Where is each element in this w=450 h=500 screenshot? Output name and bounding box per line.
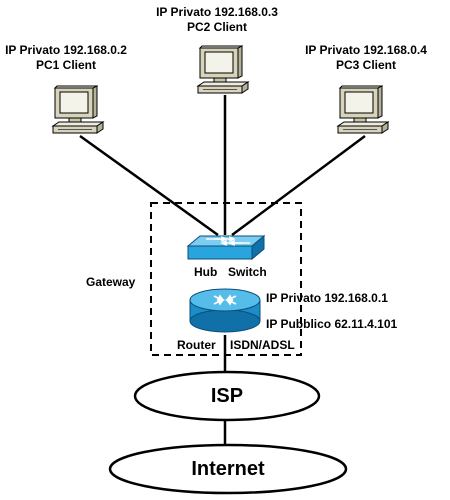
internet-label: Internet <box>191 458 265 480</box>
link-pc1-switch <box>79 134 219 237</box>
pc1-name-label: PC1 Client <box>35 58 97 72</box>
hub-label: Hub <box>194 265 218 279</box>
pc3-computer-icon <box>337 85 389 134</box>
gateway-boundary <box>150 202 302 356</box>
router-type-label: ISDN/ADSL <box>230 338 295 352</box>
isp-cloud <box>133 370 321 422</box>
router-private-ip-label: IP Privato 192.168.0.1 <box>266 291 388 305</box>
pc1-ip-label: IP Privato 192.168.0.2 <box>5 43 127 57</box>
router-label: Router <box>177 338 216 352</box>
switch-label: Switch <box>228 265 267 279</box>
gateway-label: Gateway <box>86 275 136 289</box>
pc3-ip-label: IP Privato 192.168.0.4 <box>305 43 427 57</box>
pc3-name-label: PC3 Client <box>335 58 397 72</box>
pc2-computer-icon <box>197 45 249 94</box>
internet-cloud <box>108 443 348 495</box>
pc2-ip-label: IP Privato 192.168.0.3 <box>156 5 278 19</box>
connection-lines <box>79 95 366 447</box>
pc2-name-label: PC2 Client <box>186 20 248 34</box>
router-public-ip-label: IP Pubblico 62.11.4.101 <box>266 317 398 331</box>
pc1-computer-icon <box>52 85 104 134</box>
switch-icon <box>186 234 266 261</box>
link-pc3-switch <box>231 134 366 237</box>
isp-label: ISP <box>210 385 244 407</box>
router-icon <box>189 288 261 333</box>
